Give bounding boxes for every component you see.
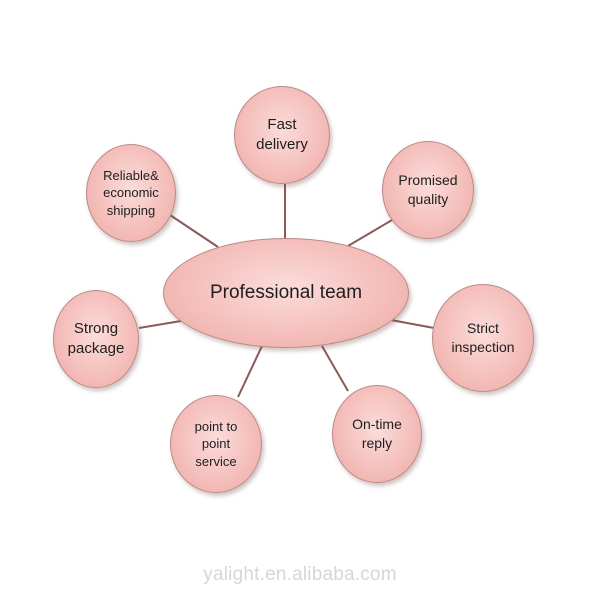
node-label: On-time reply xyxy=(352,416,402,451)
watermark-text: yalight.en.alibaba.com xyxy=(203,564,397,585)
node-reliable-shipping: Reliable& economic shipping xyxy=(86,144,176,242)
node-label: Strict inspection xyxy=(451,320,515,355)
connector-reliable-shipping xyxy=(169,214,219,248)
node-strong-package: Strong package xyxy=(53,290,139,388)
node-strict-inspection: Strict inspection xyxy=(432,284,534,392)
connector-promised-quality xyxy=(347,219,393,247)
node-fast-delivery: Fast delivery xyxy=(234,86,330,184)
node-label: point to point service xyxy=(194,418,238,469)
connector-point-to-point-service xyxy=(237,345,263,398)
connector-on-time-reply xyxy=(321,345,349,392)
node-on-time-reply: On-time reply xyxy=(332,385,422,483)
node-label: Promised quality xyxy=(398,172,458,207)
node-professional-team: Professional team xyxy=(163,238,409,348)
node-label: Reliable& economic shipping xyxy=(103,167,159,218)
node-promised-quality: Promised quality xyxy=(382,141,474,239)
node-point-to-point-service: point to point service xyxy=(170,395,262,493)
connector-strict-inspection xyxy=(390,319,435,329)
center-label: Professional team xyxy=(209,282,363,304)
node-label: Fast delivery xyxy=(256,115,308,153)
node-label: Strong package xyxy=(67,319,125,357)
connector-strong-package xyxy=(138,320,182,329)
